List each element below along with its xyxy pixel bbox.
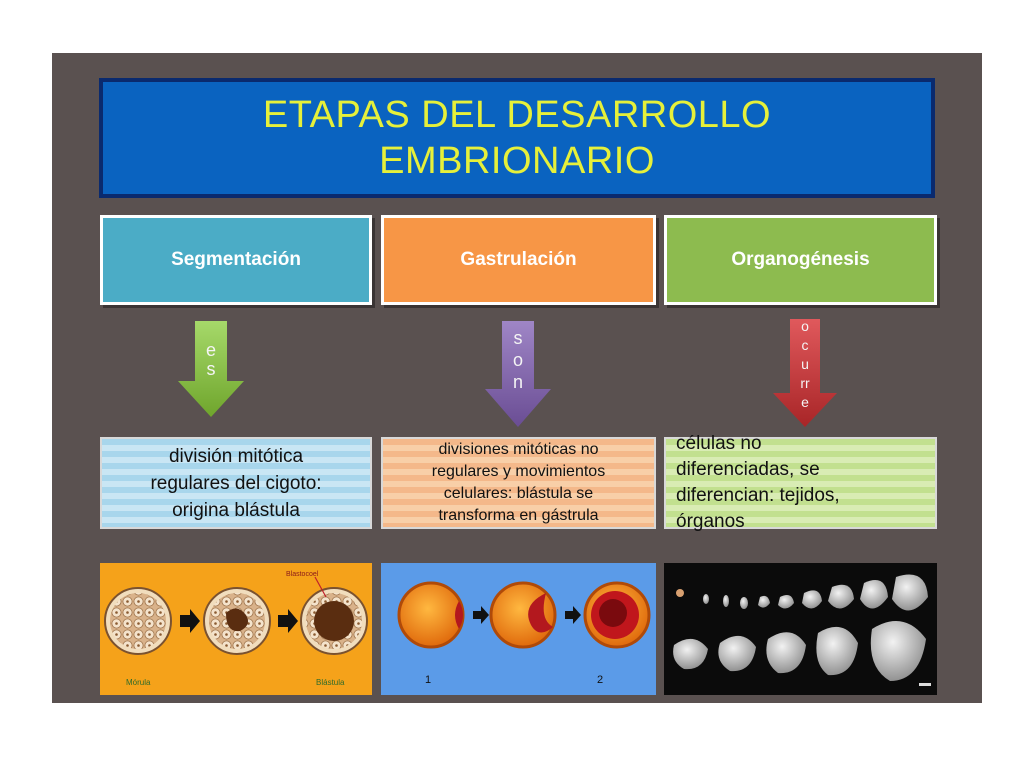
arrow-letter: s — [513, 328, 523, 348]
description-line: células no — [676, 433, 762, 454]
blastula-label: Blástula — [316, 678, 345, 687]
description-line: divisiones mitóticas no — [438, 441, 599, 458]
description-line: celulares: blástula se — [443, 485, 594, 502]
description-line: diferencian: tejidos, — [676, 485, 840, 506]
arrow-shape-icon — [773, 319, 837, 427]
down-arrow-es: e s — [178, 321, 244, 417]
arrow-letter: rr — [800, 375, 810, 391]
embryo-series-icon — [673, 574, 931, 686]
segmentation-illustration: Blastocoel Mórula Blástula — [100, 563, 372, 695]
morula-label: Mórula — [126, 678, 151, 687]
down-arrow-son: s o n — [485, 321, 551, 427]
arrow-letter: e — [801, 394, 809, 410]
stage-organogenesis: Organogénesis — [664, 215, 937, 305]
title-line-1: ETAPAS DEL DESARROLLO — [262, 94, 772, 136]
arrow-letter: n — [512, 372, 523, 392]
morula-to-blastula-icon: Blastocoel Mórula Blástula — [104, 571, 368, 687]
arrow-letter: o — [801, 318, 809, 334]
slide: ETAPAS DEL DESARROLLO EMBRIONARIO Segmen… — [52, 53, 982, 703]
arrow-shape-icon — [485, 321, 551, 427]
arrow-shape-icon — [178, 321, 244, 417]
description-gastrulacion: divisiones mitóticas no regulares y movi… — [381, 437, 656, 529]
description-line: origina blástula — [172, 499, 300, 521]
arrow-letter: s — [206, 359, 216, 379]
gastrulation-illustration: 1 2 — [381, 563, 656, 695]
stage-label: Organogénesis — [731, 249, 870, 270]
description-segmentacion: división mitótica regulares del cigoto: … — [100, 437, 372, 529]
description-line: diferenciadas, se — [676, 459, 820, 480]
description-line: regulares del cigoto: — [150, 472, 322, 494]
description-line: órganos — [676, 511, 745, 532]
blastocoel-label: Blastocoel — [286, 571, 319, 578]
arrow-letter: o — [512, 350, 523, 370]
stage-number-1: 1 — [425, 674, 431, 686]
stage-gastrulacion: Gastrulación — [381, 215, 656, 305]
title-line-2: EMBRIONARIO — [379, 140, 655, 182]
arrow-letter: u — [801, 356, 809, 372]
arrow-letter: c — [801, 337, 809, 353]
organogenesis-illustration — [664, 563, 937, 695]
arrow-letter: e — [205, 340, 216, 360]
description-line: división mitótica — [168, 445, 304, 467]
down-arrow-ocurre: o c u rr e — [773, 318, 837, 427]
title-banner: ETAPAS DEL DESARROLLO EMBRIONARIO — [99, 78, 935, 198]
stage-label: Gastrulación — [460, 249, 577, 270]
description-line: regulares y movimientos — [431, 463, 606, 480]
description-line: transforma en gástrula — [438, 507, 599, 524]
stage-number-2: 2 — [597, 674, 603, 686]
description-organogenesis: células no diferenciadas, se diferencian… — [664, 433, 937, 532]
stage-label: Segmentación — [171, 249, 301, 270]
blastula-to-gastrula-icon: 1 2 — [397, 581, 651, 686]
stage-segmentacion: Segmentación — [100, 215, 372, 305]
